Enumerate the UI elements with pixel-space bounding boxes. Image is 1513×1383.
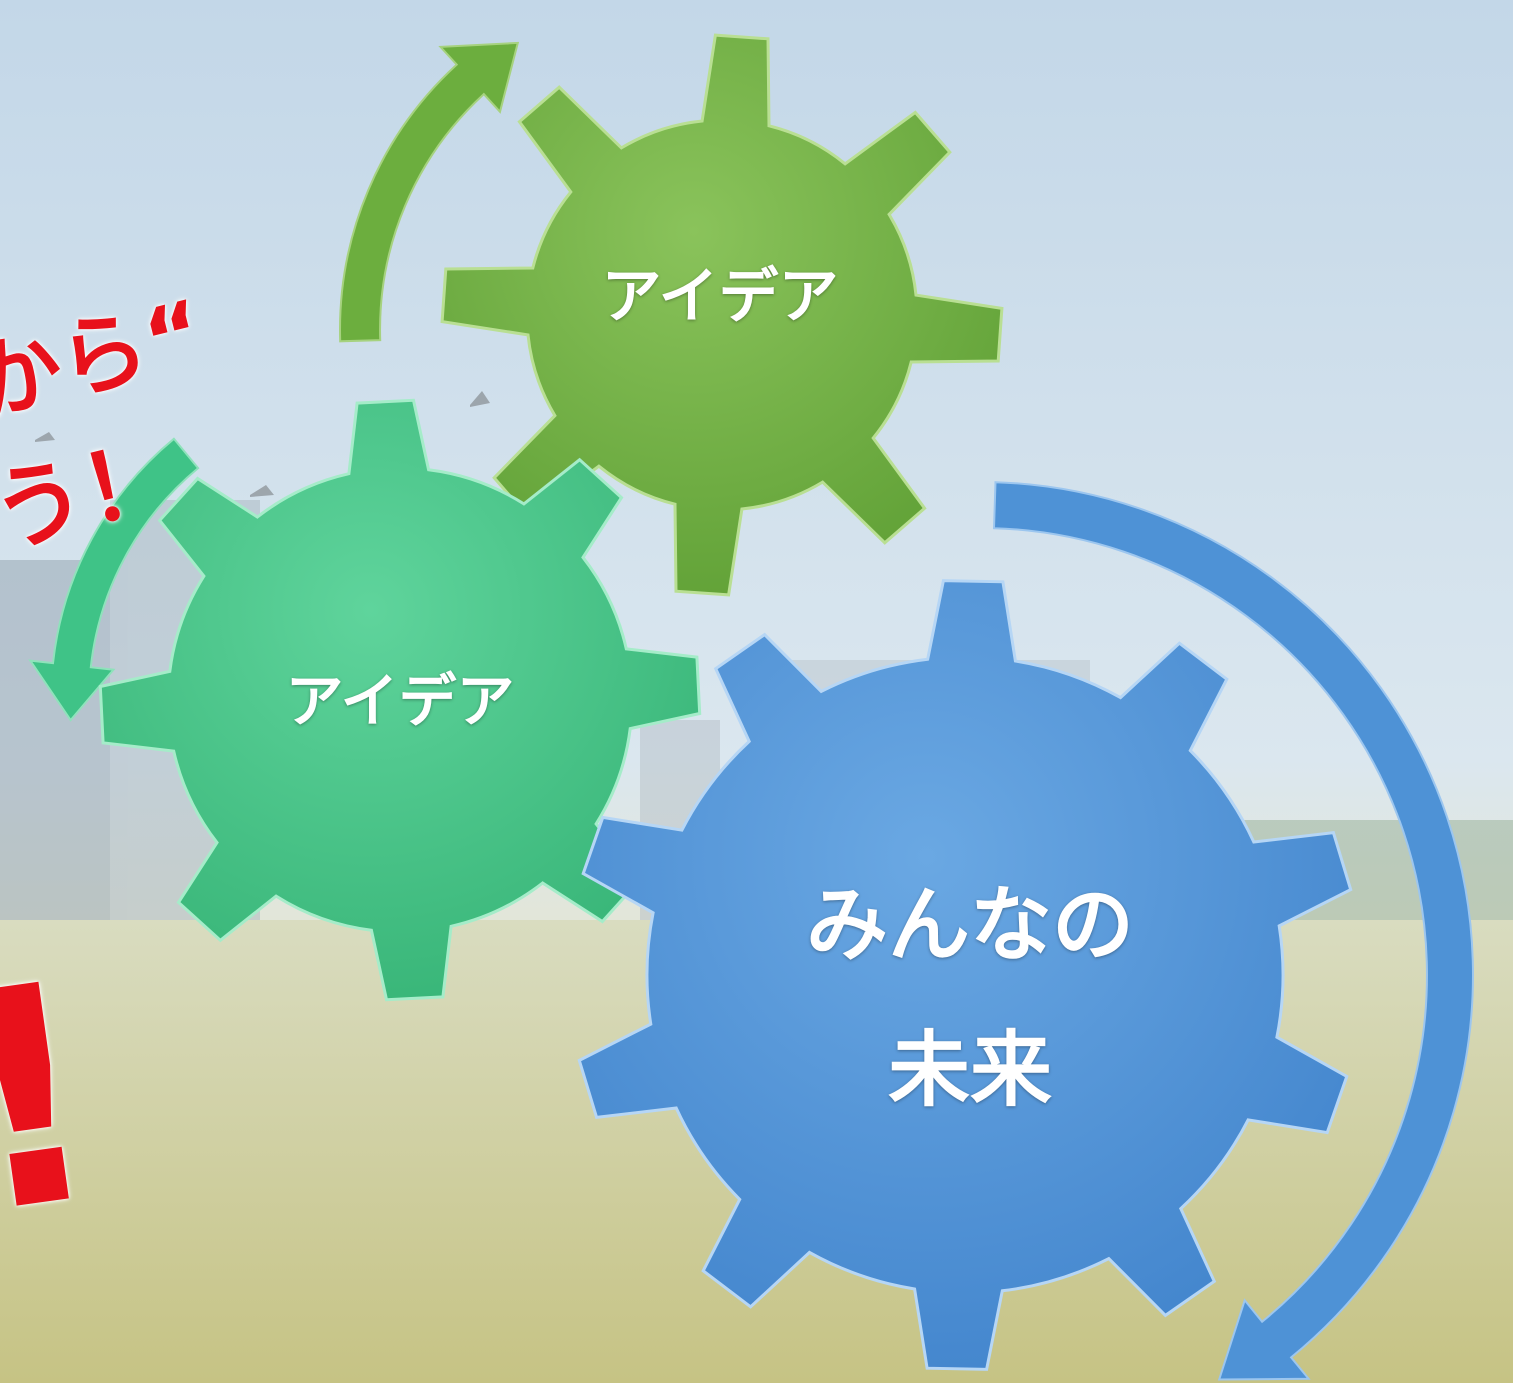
gear-left-label: アイデア (285, 667, 515, 735)
gear-main (577, 579, 1353, 1371)
gear-top-label: アイデア (601, 262, 839, 332)
gear-top (440, 33, 1004, 597)
arrow-right-blue (992, 481, 1474, 1381)
arrow-top-green (339, 41, 520, 343)
arrow-left-teal (28, 437, 200, 722)
gear-main-label-line2: 未来 (887, 1023, 1052, 1118)
gear-left (98, 398, 702, 1002)
gear-main-label-line1: みんなの (805, 878, 1134, 973)
